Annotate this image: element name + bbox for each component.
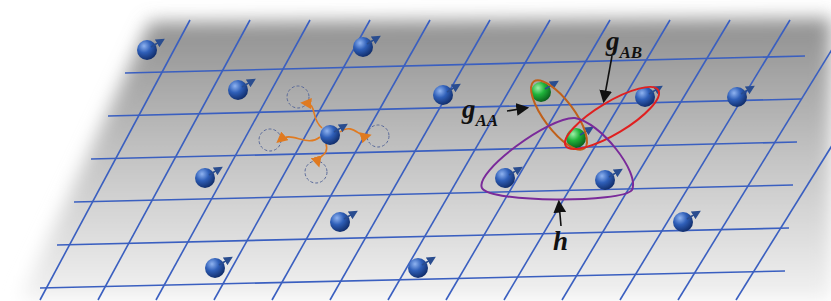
lattice-line [214,20,370,300]
lattice-line [272,20,430,300]
spin-arrow [447,86,457,92]
lattice-line [678,20,831,300]
spin-arrow [219,259,229,265]
lattice-line [736,20,831,300]
coupling-label: gAB [606,28,642,61]
lattice-line [388,20,550,300]
spin-arrow [609,171,619,177]
lattice-line [91,142,797,159]
spin-arrow [344,213,354,219]
spin-sphere [727,87,747,107]
spin-sphere [205,258,225,278]
coupling-label: gAA [462,96,498,129]
lattice-line [330,20,490,300]
spin-arrow [209,169,219,175]
spin-arrow [741,88,751,94]
spin-sphere [408,258,428,278]
spin-sphere [673,212,693,232]
spin-sphere [353,37,373,57]
spin-sphere [137,40,157,60]
spin-sphere [330,212,350,232]
spin-sphere [228,80,248,100]
spin-sphere [433,85,453,105]
spin-sphere [195,168,215,188]
spin-arrow [687,213,697,219]
spin-arrow [334,126,344,132]
spin-arrow [367,38,377,44]
spin-sphere [635,87,655,107]
spin-arrow [422,259,432,265]
spin-sphere [495,168,515,188]
lattice-line [156,20,310,300]
lattice-line [98,20,250,300]
spin-arrow [151,41,161,47]
spin-arrow [242,81,252,87]
spin-arrow [509,169,519,175]
lattice-line [40,20,190,300]
spin-sphere [595,170,615,190]
coupling-label: h [553,228,568,261]
spin-sphere [320,125,340,145]
lattice-line [108,99,801,116]
